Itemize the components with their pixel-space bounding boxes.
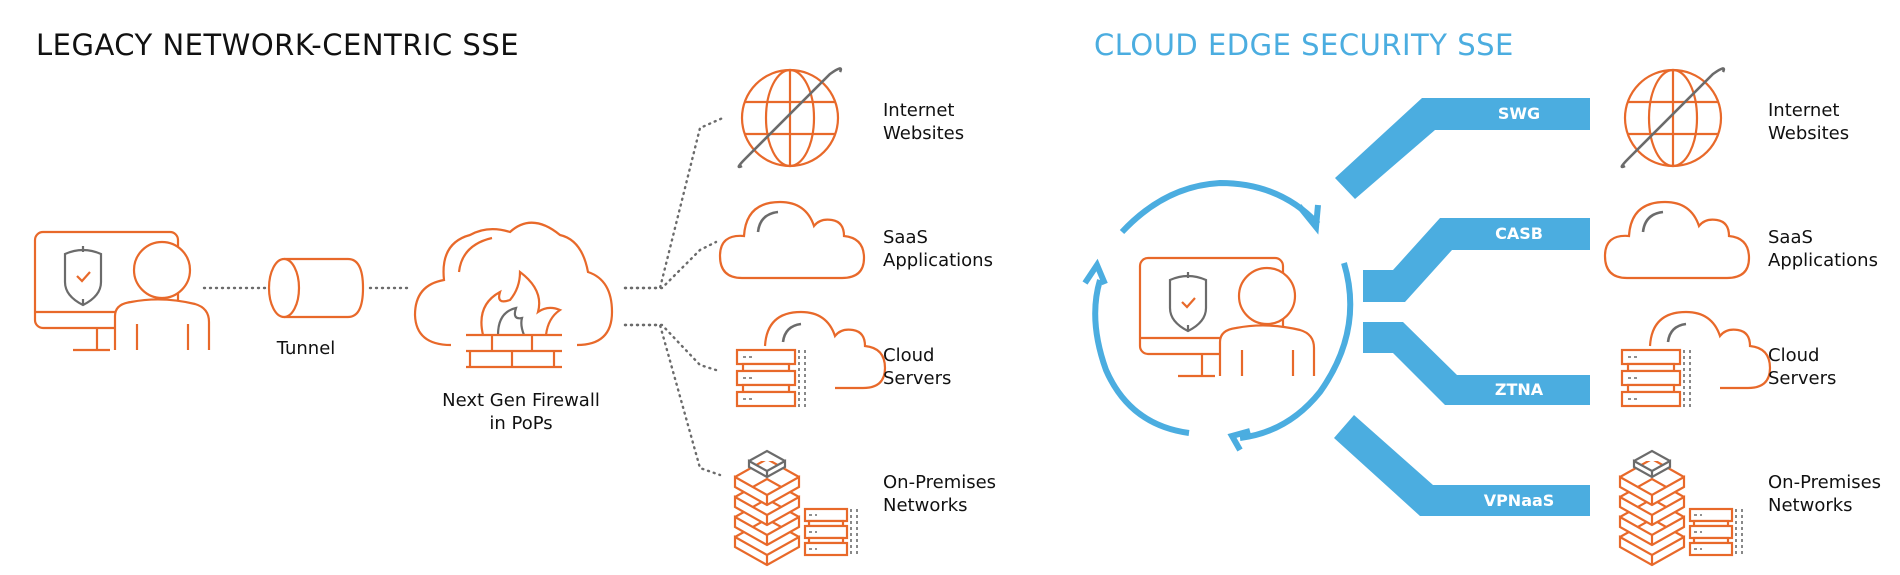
swg-bar [1335,98,1590,199]
destination-line2: Networks [1768,495,1853,516]
legacy-title: LEGACY NETWORK-CENTRIC SSE [36,28,520,62]
destination-line2: Servers [883,368,952,389]
right-destination-internet: Internet Websites [1768,99,1849,145]
right-user-monitor-icon [1138,256,1316,378]
service-label-ztna: ZTNA [1494,380,1544,399]
destination-line1: Cloud [883,345,935,366]
firewall-label-line2: in PoPs [489,413,553,434]
left-user-monitor-icon [33,230,211,352]
service-label-vpnaas: VPNaaS [1483,491,1555,510]
service-bars [1334,98,1590,516]
service-label-swg: SWG [1497,104,1541,123]
destination-line1: Internet [1768,100,1840,121]
firewall-label: Next Gen Firewall in PoPs [416,389,626,435]
destination-line2: Websites [1768,123,1850,144]
left-cloud-icon [718,200,866,280]
right-globe-icon [1620,67,1726,169]
destination-line1: SaaS [1768,227,1813,248]
right-cloud-server-icon [1620,310,1772,410]
destination-line2: Applications [1768,250,1878,271]
casb-bar [1363,218,1590,302]
right-cloud-icon [1603,200,1751,280]
destination-line1: Internet [883,100,955,121]
left-destination-on-premises: On-Premises Networks [883,471,996,517]
right-destination-saas: SaaS Applications [1768,226,1878,272]
destination-line2: Applications [883,250,993,271]
ztna-bar [1363,322,1590,405]
left-on-premises-icon [733,449,859,567]
left-destination-saas: SaaS Applications [883,226,993,272]
firewall-cloud-icon [413,221,614,369]
right-destination-on-premises: On-Premises Networks [1768,471,1881,517]
destination-line1: SaaS [883,227,928,248]
destination-line2: Networks [883,495,968,516]
left-globe-icon [737,67,843,169]
left-destination-cloud-servers: Cloud Servers [883,344,951,390]
destination-line2: Websites [883,123,965,144]
circular-arrows-icon [1082,179,1354,452]
destination-line1: On-Premises [1768,472,1882,493]
left-destination-internet: Internet Websites [883,99,964,145]
right-on-premises-icon [1618,449,1744,567]
tunnel-icon [267,257,365,319]
vpnaas-bar [1334,415,1590,516]
cloud-edge-title: CLOUD EDGE SECURITY SSE [1094,28,1514,62]
service-label-casb: CASB [1495,224,1543,243]
destination-line1: On-Premises [883,472,997,493]
firewall-label-line1: Next Gen Firewall [442,390,600,411]
left-cloud-server-icon [735,310,887,410]
destination-line1: Cloud [1768,345,1820,366]
destination-line2: Servers [1768,368,1837,389]
dotted-connectors [623,115,727,477]
tunnel-label: Tunnel [276,338,336,359]
right-destination-cloud-servers: Cloud Servers [1768,344,1836,390]
